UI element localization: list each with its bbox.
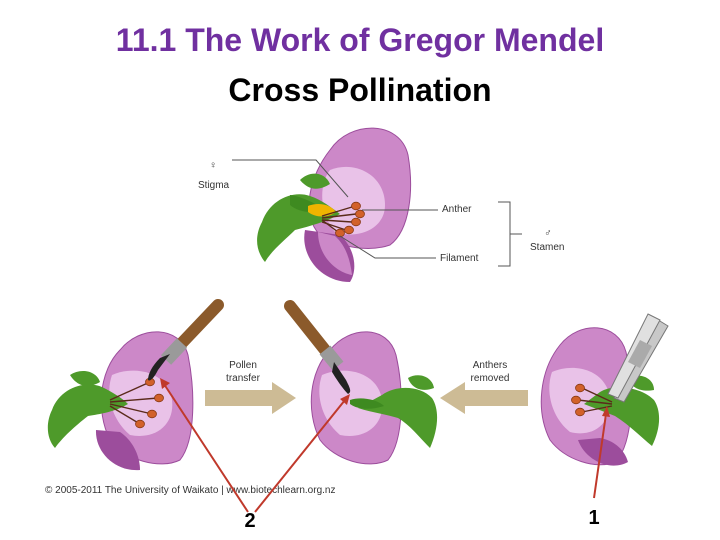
tweezers-icon — [607, 313, 669, 403]
female-symbol-icon: ♀ — [209, 160, 217, 171]
middle-flower — [284, 300, 438, 465]
label-pollen: Pollen — [229, 360, 257, 371]
label-stigma: Stigma — [198, 180, 230, 191]
step-number-2: 2 — [244, 510, 255, 532]
pollen-transfer-arrow: Pollen transfer — [205, 360, 296, 414]
label-removed: removed — [471, 373, 510, 384]
slide-subtitle: Cross Pollination — [228, 72, 492, 108]
right-flower — [540, 313, 669, 466]
step-number-1: 1 — [588, 507, 599, 529]
copyright-text: © 2005-2011 The University of Waikato | … — [45, 485, 335, 496]
left-brush-icon — [148, 299, 224, 381]
label-anthers: Anthers — [473, 360, 507, 371]
anthers-removed-arrow: Anthers removed — [440, 360, 528, 414]
label-filament: Filament — [440, 253, 479, 264]
middle-brush-icon — [284, 300, 351, 394]
pointer-arrows: 2 1 — [160, 378, 610, 532]
label-anther: Anther — [442, 204, 472, 215]
label-stamen: Stamen — [530, 242, 564, 253]
top-labels: ♀ Stigma Anther Filament ♂ Stamen — [198, 159, 564, 267]
top-flower — [257, 127, 412, 282]
label-transfer: transfer — [226, 373, 261, 384]
left-flower — [47, 299, 224, 471]
male-symbol-icon: ♂ — [544, 228, 552, 239]
slide-title: 11.1 The Work of Gregor Mendel — [115, 22, 605, 58]
